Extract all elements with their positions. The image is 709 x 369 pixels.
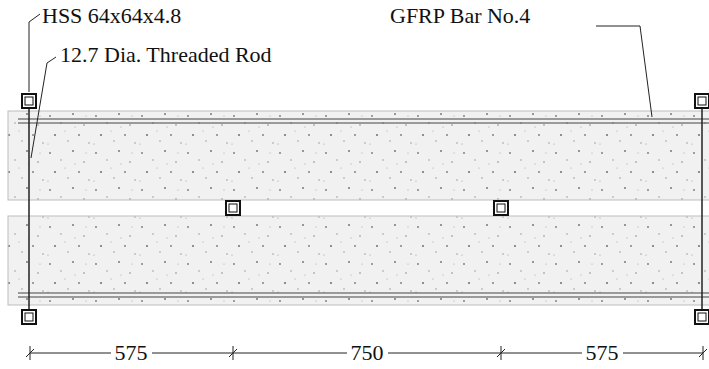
concrete-slab [8,216,709,305]
part-label: HSS 64x64x4.8 [42,5,181,27]
part-label: 12.7 Dia. Threaded Rod [60,44,272,66]
threaded-rod [29,101,702,318]
dimension-value: 575 [111,342,152,364]
concrete-slab [8,111,709,200]
dimension-value: 575 [582,342,623,364]
dimension-value: 750 [347,342,388,364]
part-label: GFRP Bar No.4 [390,5,530,27]
leader-line [29,14,652,158]
hss-section [22,94,709,324]
gfrp-bar [18,119,709,297]
